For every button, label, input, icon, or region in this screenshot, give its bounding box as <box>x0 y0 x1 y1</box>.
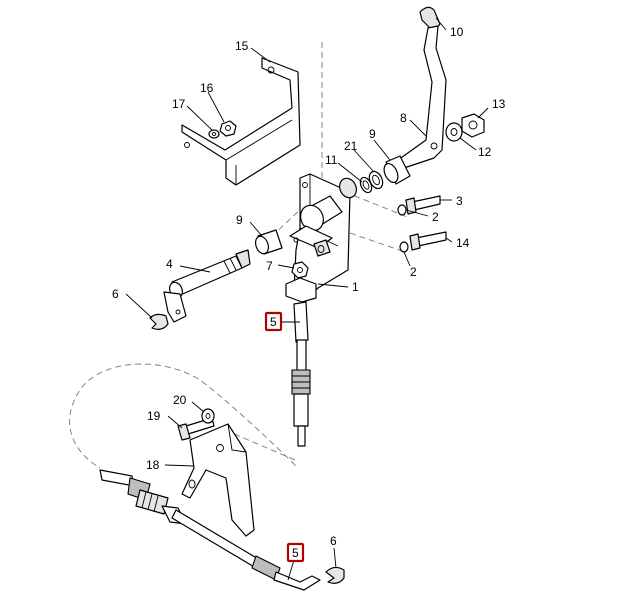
part-9-lower-bushing <box>254 229 283 255</box>
part-12-washer <box>445 122 463 142</box>
callout-11: 11 <box>325 153 338 167</box>
callout-5-upper: 5 <box>270 315 277 329</box>
callout-9-lower: 9 <box>236 213 243 227</box>
callout-5-lower-highlight: 5 <box>286 542 305 563</box>
callout-4: 4 <box>166 257 173 271</box>
callout-14: 14 <box>456 236 470 250</box>
callout-12: 12 <box>478 145 492 159</box>
part-2-washer-upper <box>397 204 407 216</box>
callout-9-upper: 9 <box>369 127 376 141</box>
part-15-mounting-bracket <box>181 57 301 186</box>
callout-16: 16 <box>200 81 214 95</box>
part-17-washer <box>208 129 220 139</box>
callout-1: 1 <box>352 280 359 294</box>
callout-19: 19 <box>147 409 161 423</box>
callout-2-lower: 2 <box>410 265 417 279</box>
part-1-housing-plate <box>285 173 357 303</box>
callout-20: 20 <box>173 393 187 407</box>
callout-2-upper: 2 <box>432 210 439 224</box>
part-10-lever-knob <box>419 6 441 30</box>
part-11-o-ring <box>359 176 373 194</box>
callout-15: 15 <box>235 39 249 53</box>
callout-10: 10 <box>450 25 464 39</box>
part-3-bolt <box>405 195 441 215</box>
callout-18: 18 <box>146 458 160 472</box>
part-5-cable-lower <box>99 469 321 591</box>
callout-21: 21 <box>344 139 358 153</box>
part-5-cable-upper <box>291 301 311 447</box>
part-6-clip-upper <box>149 313 169 330</box>
callout-labels: 15 16 17 10 8 13 12 9 21 11 3 2 14 2 9 7… <box>112 25 506 563</box>
part-18-cable-bracket <box>181 423 255 537</box>
part-8-control-lever <box>397 25 447 169</box>
callout-7: 7 <box>266 259 273 273</box>
part-4-lever-shaft <box>163 249 251 323</box>
callout-17: 17 <box>172 97 186 111</box>
part-13-nut <box>461 113 485 138</box>
part-9-upper-bushing <box>383 155 411 185</box>
callout-5-lower: 5 <box>292 546 299 560</box>
part-6-clip-lower <box>325 566 345 584</box>
callout-13: 13 <box>492 97 506 111</box>
part-21-o-ring <box>368 170 384 190</box>
callout-6-upper: 6 <box>112 287 119 301</box>
callout-3: 3 <box>456 194 463 208</box>
part-7-nut <box>291 261 309 279</box>
callout-8: 8 <box>400 111 407 125</box>
part-20-washer <box>201 408 215 424</box>
part-16-nut <box>219 120 237 137</box>
callout-6-lower: 6 <box>330 534 337 548</box>
callout-5-upper-highlight: 5 <box>264 311 283 332</box>
part-2-washer-lower <box>399 241 409 253</box>
part-14-bolt <box>409 231 447 251</box>
leader-lines <box>125 17 489 581</box>
